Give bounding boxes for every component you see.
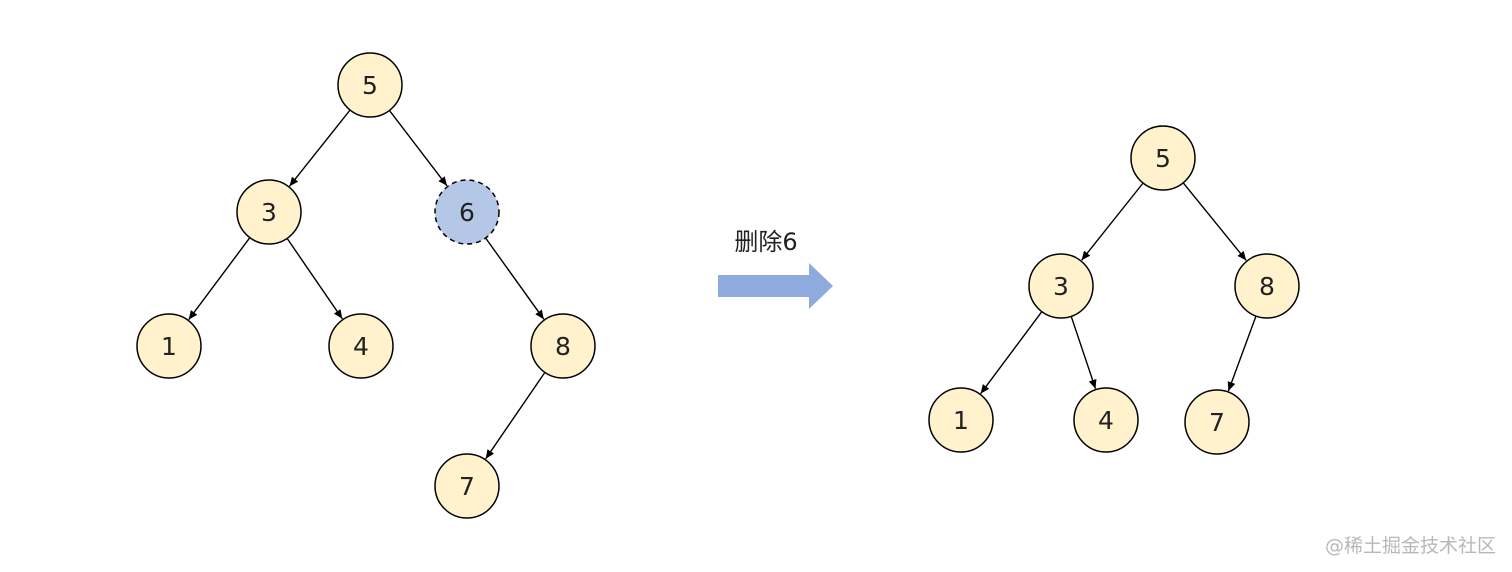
edge-b3-b1 [188, 237, 251, 321]
node-label: 7 [1209, 408, 1225, 437]
node-label: 8 [1259, 272, 1275, 301]
node-circle [236, 179, 302, 245]
after-tree-nodes: 5 3 8 1 4 7 [928, 125, 1300, 455]
node-label: 6 [459, 198, 475, 227]
edge-b3-b4 [286, 238, 343, 320]
node-circle [928, 387, 994, 453]
edge-b5-b6 [388, 109, 448, 187]
before-tree: 5 3 6 1 4 8 7 [136, 52, 596, 519]
node-circle [328, 313, 394, 379]
before-tree-nodes: 5 3 6 1 4 8 7 [136, 52, 596, 519]
edge-a3-a4 [1070, 316, 1097, 389]
node-label: 7 [459, 472, 475, 501]
node-circle [1073, 387, 1139, 453]
node-circle [337, 52, 403, 118]
after-tree: 5 3 8 1 4 7 [928, 125, 1300, 455]
node-1: 1 [928, 387, 994, 453]
right-arrow-icon [718, 263, 833, 309]
node-8: 8 [530, 313, 596, 379]
node-label: 5 [362, 71, 378, 100]
edge-b6-b8 [485, 237, 545, 320]
node-label: 1 [161, 332, 177, 361]
transition-caption: 删除6 [734, 228, 797, 256]
node-4: 4 [328, 313, 394, 379]
node-7: 7 [434, 453, 500, 519]
node-5: 5 [1130, 125, 1196, 191]
node-6-deleted: 6 [434, 179, 500, 245]
edge-b5-b3 [288, 109, 351, 187]
before-tree-edges [188, 109, 546, 460]
node-label: 4 [353, 332, 369, 361]
edge-a3-a1 [980, 311, 1043, 395]
node-label: 5 [1155, 144, 1171, 173]
edge-b8-b7 [485, 372, 546, 460]
node-label: 4 [1098, 406, 1114, 435]
node-label: 3 [1053, 272, 1069, 301]
watermark: @稀土掘金技术社区 [1324, 535, 1496, 557]
node-7: 7 [1184, 389, 1250, 455]
edge-a8-a7 [1227, 315, 1257, 392]
node-5: 5 [337, 52, 403, 118]
node-circle [1130, 125, 1196, 191]
node-circle [530, 313, 596, 379]
edge-a5-a3 [1081, 182, 1144, 261]
node-1: 1 [136, 313, 202, 379]
node-circle [136, 313, 202, 379]
node-circle [434, 453, 500, 519]
transition: 删除6 [718, 228, 833, 309]
node-label: 3 [261, 198, 277, 227]
node-8: 8 [1234, 253, 1300, 319]
node-label: 1 [953, 406, 969, 435]
node-3: 3 [1028, 253, 1094, 319]
node-circle [1028, 253, 1094, 319]
node-circle [1184, 389, 1250, 455]
node-4: 4 [1073, 387, 1139, 453]
node-3: 3 [236, 179, 302, 245]
node-circle [1234, 253, 1300, 319]
edge-a5-a8 [1182, 182, 1247, 261]
after-tree-edges [980, 182, 1257, 395]
node-label: 8 [555, 332, 571, 361]
node-circle [434, 179, 500, 245]
